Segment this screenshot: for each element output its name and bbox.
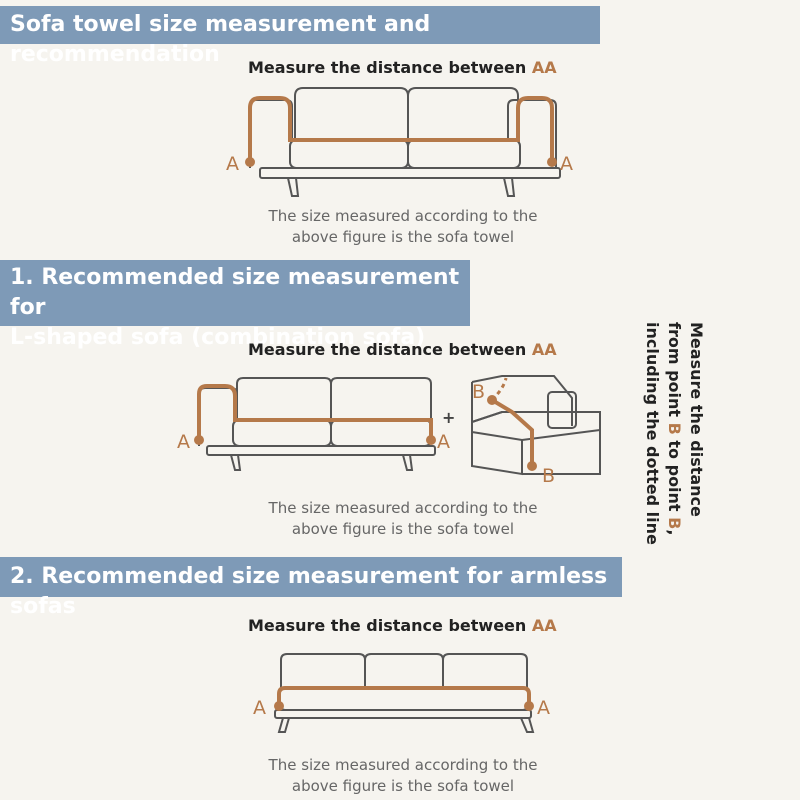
aa-highlight: AA — [531, 58, 557, 77]
point-a-left: A — [253, 697, 266, 719]
point-a-right: A — [560, 153, 573, 175]
aa-highlight: AA — [531, 616, 557, 635]
aa-highlight: AA — [531, 340, 557, 359]
armless-sofa-diagram: A A — [253, 653, 550, 733]
section-3-title: 2. Recommended size measurement for arml… — [10, 564, 608, 619]
point-a-right: A — [537, 697, 550, 719]
plus-sign: + — [442, 408, 455, 427]
point-a-right: A — [437, 431, 450, 453]
plus-text: + — [442, 408, 455, 427]
section-1-title: Sofa towel size measurement and recommen… — [10, 12, 431, 67]
sofa-diagram-with-arms: A A — [226, 87, 573, 197]
section-3-banner: 2. Recommended size measurement for arml… — [0, 557, 622, 619]
section-2-measure-label: Measure the distance between AA — [248, 340, 557, 359]
point-b-bottom: B — [542, 465, 555, 487]
point-a-left: A — [177, 431, 190, 453]
side-note-line2: from point B to point B, — [665, 322, 684, 536]
section-2-title-line2: L-shaped sofa (combination sofa) — [10, 325, 426, 350]
chaise-lounge-diagram: B B — [471, 375, 601, 487]
side-note-line3: including the dotted line — [643, 322, 662, 545]
side-note-line1: Measure the distance — [687, 322, 706, 517]
section-3-caption: The size measured according to the above… — [268, 756, 538, 795]
point-b-top: B — [472, 381, 485, 403]
section-1-measure-label: Measure the distance between AA — [248, 58, 557, 77]
section-2-caption: The size measured according to the above… — [268, 499, 538, 538]
l-shaped-sofa-front-diagram: A A — [177, 377, 450, 471]
section-1-banner: Sofa towel size measurement and recommen… — [0, 6, 600, 67]
section-2-banner: 1. Recommended size measurement for L-sh… — [0, 260, 470, 350]
point-a-left: A — [226, 153, 239, 175]
section-2-title-line1: 1. Recommended size measurement for — [10, 265, 460, 320]
side-note: Measure the distance from point B to poi… — [643, 322, 719, 552]
section-3-measure-label: Measure the distance between AA — [248, 616, 557, 635]
section-1-caption: The size measured according to the above… — [268, 207, 538, 246]
